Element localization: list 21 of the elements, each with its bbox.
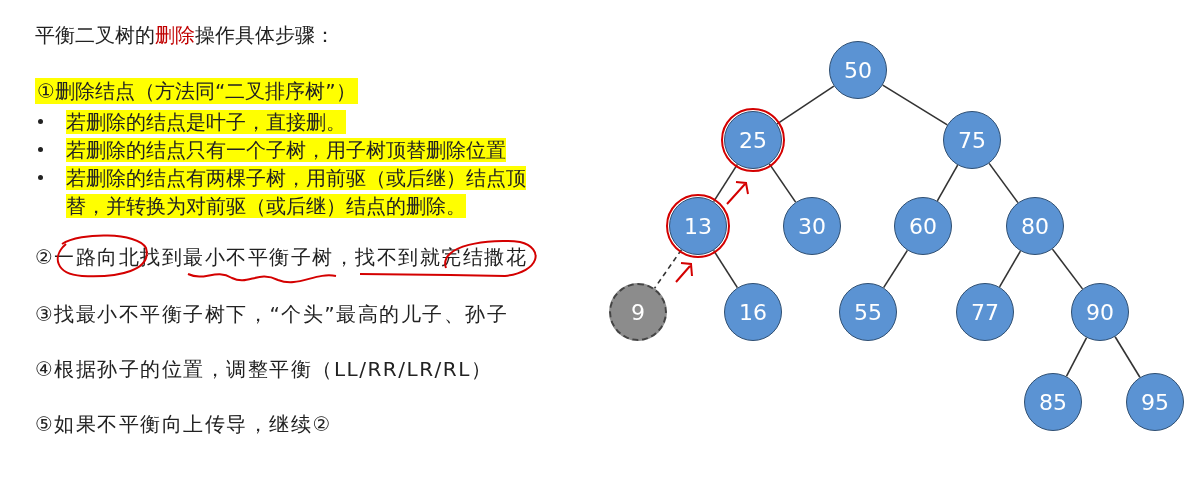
tree-connector xyxy=(768,163,797,203)
tree-connector xyxy=(882,249,909,289)
tree-connector xyxy=(881,84,949,126)
heading-text: 平衡二叉树的删除操作具体步骤： xyxy=(35,22,335,48)
highlighted-bullet-text: 若删除的结点只有一个子树，用子树顶替删除位置 xyxy=(66,137,507,164)
tree-connector xyxy=(1114,335,1141,379)
tree-connector xyxy=(988,162,1019,204)
tree-connector xyxy=(712,249,739,289)
tree-connector xyxy=(1051,248,1084,290)
tree-connector xyxy=(936,164,959,202)
highlighted-bullet-text: 若删除的结点有两棵子树，用前驱（或后继）结点顶替，并转换为对前驱（或后继）结点的删除。 xyxy=(66,165,527,220)
highlighted-bullet-text: 若删除的结点是叶子，直接删。 xyxy=(66,109,347,136)
step-text: ③找最小不平衡子树下，“个头”最高的儿子、孙子 xyxy=(35,301,509,327)
dashed-connector xyxy=(653,249,683,290)
tree-connector xyxy=(1065,336,1088,378)
step-text: ④根据孙子的位置，调整平衡（LL/RR/LR/RL） xyxy=(35,356,493,382)
tree-connector xyxy=(712,163,739,203)
tree-connector xyxy=(776,85,835,125)
highlighted-step-text: ①删除结点（方法同“二叉排序树”） xyxy=(35,78,358,104)
step-text: ⑤如果不平衡向上传导，继续② xyxy=(35,411,332,437)
tree-connector xyxy=(998,250,1022,288)
